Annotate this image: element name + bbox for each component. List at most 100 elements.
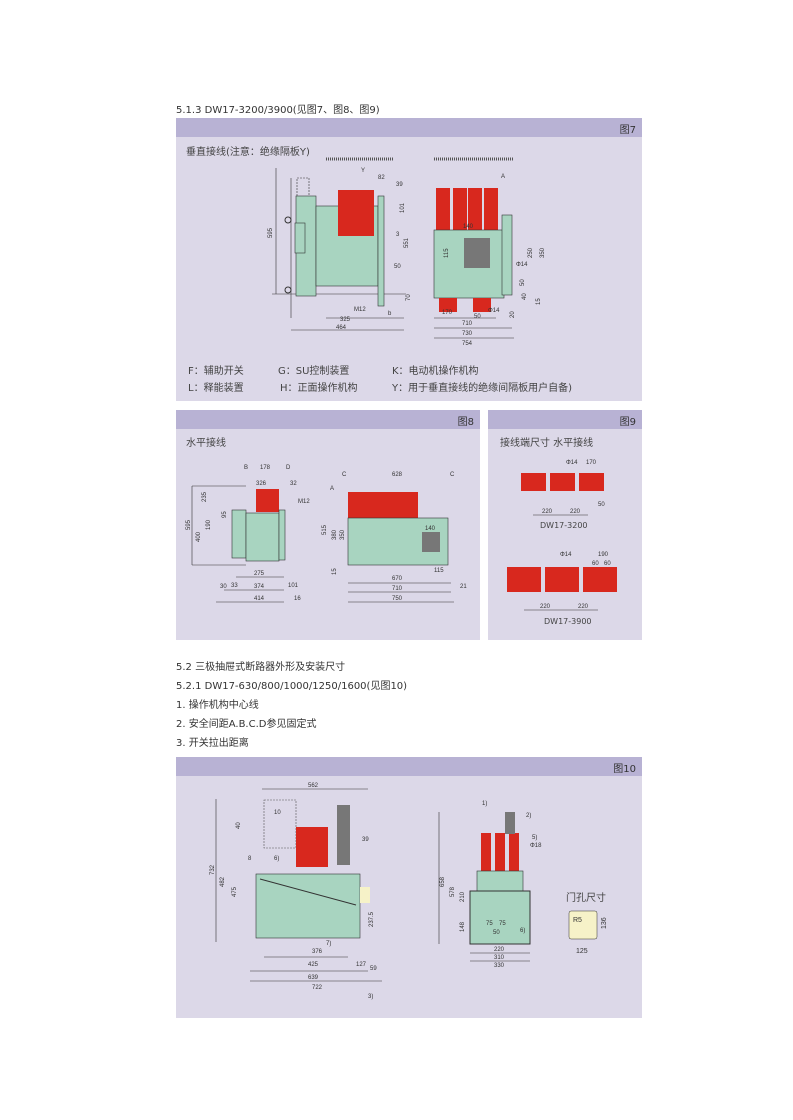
dim-label: 178 [260,465,271,471]
dim-label: 350 [340,529,346,540]
dim-label: 101 [288,583,299,589]
dim-label: 326 [256,481,267,487]
figure-8-label: 图8 [457,417,474,428]
dim-label: 562 [308,783,319,789]
dim-label: 425 [308,962,319,968]
note-1: 1. 操作机构中心线 [176,700,259,711]
dim-label: 515 [322,524,328,535]
dim-label: 82 [378,175,385,181]
dim-label: 115 [434,568,444,574]
dim-label: 551 [404,237,410,248]
dim-label: 639 [308,975,319,981]
dim-label: 30 [220,584,227,590]
dim-label: 40 [522,293,528,300]
dim-label: 750 [392,596,403,602]
dim-label: 75 [486,921,493,927]
dim-label: 60 [592,561,599,567]
dim-label: A [330,486,334,492]
dim-label: 7) [326,941,331,947]
dim-label: 115 [444,248,450,258]
dim-label: 59 [370,966,377,972]
dim-label: Φ14 [566,460,578,466]
dim-label: 710 [392,586,403,592]
dim-label: 732 [210,864,216,875]
dim-label: b [388,311,392,317]
dim-label: 136 [601,917,608,929]
dim-label: 595 [268,227,274,238]
dim-label: Φ14 [488,308,500,314]
figure-8-header: 图8 [176,410,480,429]
dim-label: 376 [312,949,323,955]
figure-9-label: 图9 [619,417,636,428]
dim-label: M12 [354,307,366,313]
figure-10-header: 图10 [176,757,642,776]
dim-label: Y [361,168,365,174]
dim-label: 40 [236,822,242,829]
legend-l: L：释能装置 [188,383,244,394]
figure-9-header: 图9 [488,410,642,429]
dim-label: 220 [540,604,551,610]
dim-label: 50 [598,502,605,508]
dim-label: 170 [586,460,597,466]
dim-label: 464 [336,325,347,331]
figure-7-subtitle: 垂直接线(注意：绝缘隔板Y) [186,147,310,158]
dim-label: Φ18 [530,843,542,849]
model-label-3900: DW17-3900 [544,617,592,626]
figure-10-label: 图10 [613,764,636,775]
dim-label: 275 [254,571,265,577]
figure-10-panel: 图10 562 10 40 39 8 6) 732 482 475 237.5 … [176,757,642,1018]
dim-label: 190 [598,552,609,558]
figure-9-panel: 图9 接线端尺寸 水平接线 Φ14 170 220 220 50 Φ14 190… [488,410,642,640]
dim-label: 95 [222,511,228,518]
dim-label: 39 [396,182,403,188]
dim-label: 595 [186,519,192,530]
figure-8-drawing: B 178 D 326 32 M12 235 595 400 190 95 33… [186,465,467,603]
dim-label: 190 [206,519,212,530]
figure-7-panel: 图7 垂直接线(注意：绝缘隔板Y) 595 82 39 101 3 551 50… [176,118,642,401]
note-2: 2. 安全间距A.B.C.D参见固定式 [176,719,317,730]
dim-label: 140 [425,526,436,532]
dim-label: 127 [356,962,367,968]
legend-g: G：SU控制装置 [278,366,350,377]
note-3: 3. 开关拉出距离 [176,738,249,749]
model-label-3200: DW17-3200 [540,521,588,530]
dim-label: 20 [510,311,516,318]
dim-label: 16 [294,596,301,602]
dim-label: 10 [274,810,281,816]
dim-label: C [450,472,455,478]
dim-label: 475 [232,886,238,897]
figure-8-panel: 图8 水平接线 B 178 D 326 32 M12 235 595 400 1… [176,410,480,640]
dim-label: 6) [274,856,279,862]
dim-label: 75 [499,921,506,927]
dim-label: 101 [400,202,406,213]
dim-label: C [342,472,347,478]
dim-label: Φ14 [516,262,528,268]
dim-label: 482 [220,876,226,887]
section-heading-5-2: 5.2 三极抽屉式断路器外形及安装尺寸 [176,662,346,673]
dim-label: 50 [520,279,526,286]
dim-label: M12 [298,499,310,505]
section-heading-5-2-1: 5.2.1 DW17-630/800/1000/1250/1600(见图10) [176,681,408,692]
dim-label: 330 [494,963,505,969]
dim-label: 15 [536,298,542,305]
dim-label: 2) [526,813,531,819]
dim-label: 70 [406,294,412,301]
dim-label: 220 [542,509,553,515]
dim-label: 8 [248,856,252,862]
dim-label: 21 [460,584,467,590]
dim-label: 578 [450,886,456,897]
dim-label: 220 [570,509,581,515]
section-heading-5-1-3: 5.1.3 DW17-3200/3900(见图7、图8、图9) [176,105,380,116]
dim-label: 628 [392,472,403,478]
dim-label: 220 [578,604,589,610]
dim-label: 3 [396,232,400,238]
dim-label: 32 [290,481,297,487]
dim-label: 710 [462,321,473,327]
dim-label: 6) [520,928,525,934]
dim-label: A [501,174,505,180]
dim-label: B [244,465,248,471]
figure-7-label: 图7 [619,125,636,136]
dim-label: 350 [540,247,546,258]
dim-label: 374 [254,584,265,590]
dim-label: 5) [532,835,537,841]
